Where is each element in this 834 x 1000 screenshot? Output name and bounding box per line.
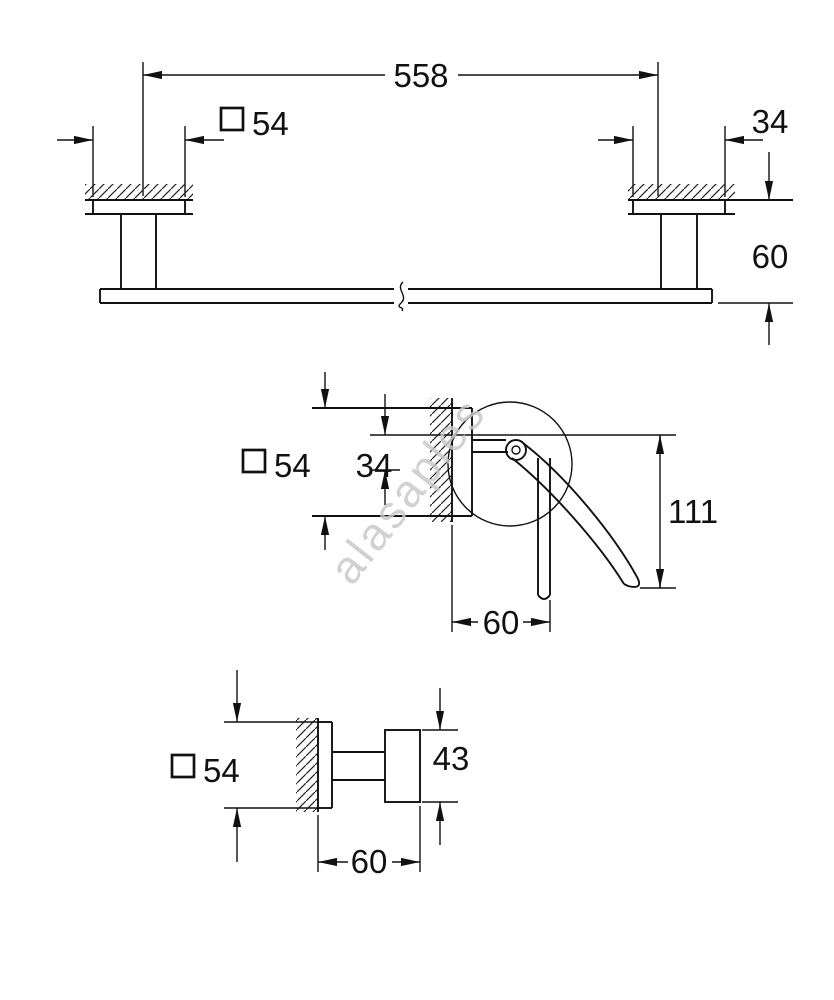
robe-hook-drawing: 54 43 60 [170,670,469,880]
wall-hatching [628,184,735,200]
towel-bar-plate-label: 54 [252,105,289,142]
paper-roll-outline [447,401,573,527]
robe-hook-plate-dimension: 54 [170,670,318,862]
towel-bar-projection-label: 60 [752,238,789,275]
wall-hatching [296,718,318,812]
towel-bar-length-dimension: 558 [142,57,659,196]
robe-hook-projection-label: 60 [351,843,388,880]
square-symbol-icon [170,753,196,779]
paper-holder-wall-plate [312,398,473,522]
square-symbol-icon [241,448,267,474]
hook-knob [384,729,421,803]
paper-holder-plate-label: 54 [274,447,311,484]
paper-holder-projection-label: 60 [483,604,520,641]
cover-arm-inner [511,457,625,585]
paper-holder-height-label: 111 [668,493,718,530]
robe-hook-size-label: 43 [433,740,470,777]
towel-bar-drawing: 558 54 34 60 [57,57,793,345]
robe-hook-size-dimension: 43 [422,688,469,845]
wall-hatching [85,184,193,200]
towel-bar-offset-label: 34 [752,103,789,140]
robe-hook-body [296,718,421,812]
towel-bar-rail [99,281,713,312]
wall-hatching [430,398,452,522]
towel-bar-left-mount [85,184,193,289]
towel-bar-right-mount [628,184,793,289]
towel-bar-length-label: 558 [393,57,448,94]
cover-arm-tip [623,576,641,588]
towel-bar-projection-dimension: 60 [718,238,793,345]
paper-holder-offset-dimension: 34 [356,394,400,505]
paper-holder-offset-label: 34 [356,447,393,484]
paper-holder-projection-dimension: 60 [451,525,551,641]
cover-arm-outer [522,442,638,578]
robe-hook-plate-label: 54 [203,752,240,789]
paper-holder-height-dimension: 111 [640,435,718,589]
pivot-center [511,445,521,455]
paper-holder-body [370,401,676,600]
robe-hook-projection-dimension: 60 [317,806,421,880]
roller-bottom [537,594,551,600]
square-symbol-icon [219,106,245,132]
paper-holder-drawing: 54 34 111 60 [241,372,718,641]
break-symbol [398,281,405,312]
paper-holder-plate-dimension: 54 [241,372,330,550]
pivot-circle [505,439,527,461]
watermark-text: alasaples [319,387,496,593]
towel-bar-plate-dimension: 54 [57,105,289,197]
